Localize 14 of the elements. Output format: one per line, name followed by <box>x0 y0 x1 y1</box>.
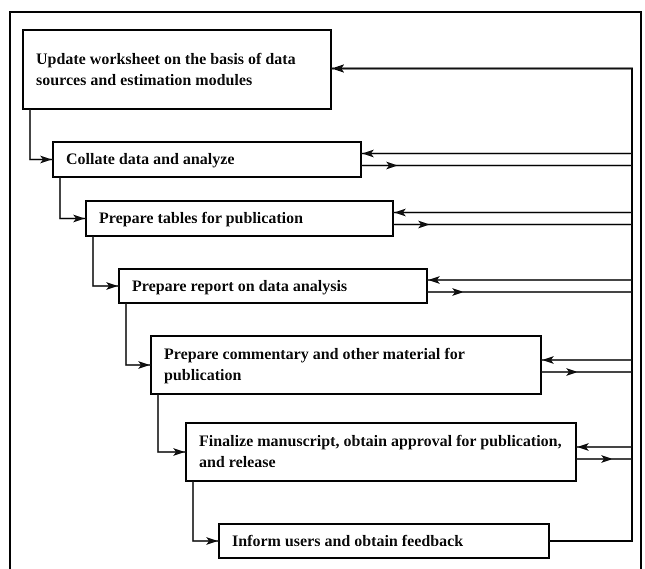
step-text: Update worksheet on the basis of data sources and estimation modules <box>36 50 297 90</box>
step-text: Inform users and obtain feedback <box>232 532 464 552</box>
step-text: Collate data and analyze <box>66 150 234 170</box>
process-box <box>185 422 577 482</box>
process-box <box>150 335 542 395</box>
step-text: Prepare tables for publication <box>99 209 303 229</box>
process-box <box>85 200 394 237</box>
process-box <box>52 141 362 178</box>
step-text: Prepare commentary and other material for publication <box>164 345 466 386</box>
process-box <box>118 268 428 304</box>
process-box <box>218 523 550 559</box>
step-text: Prepare report on data analysis <box>132 276 348 296</box>
step-text: Finalize manuscript, obtain approval for publication, and release <box>199 432 563 473</box>
process-box <box>22 29 332 110</box>
